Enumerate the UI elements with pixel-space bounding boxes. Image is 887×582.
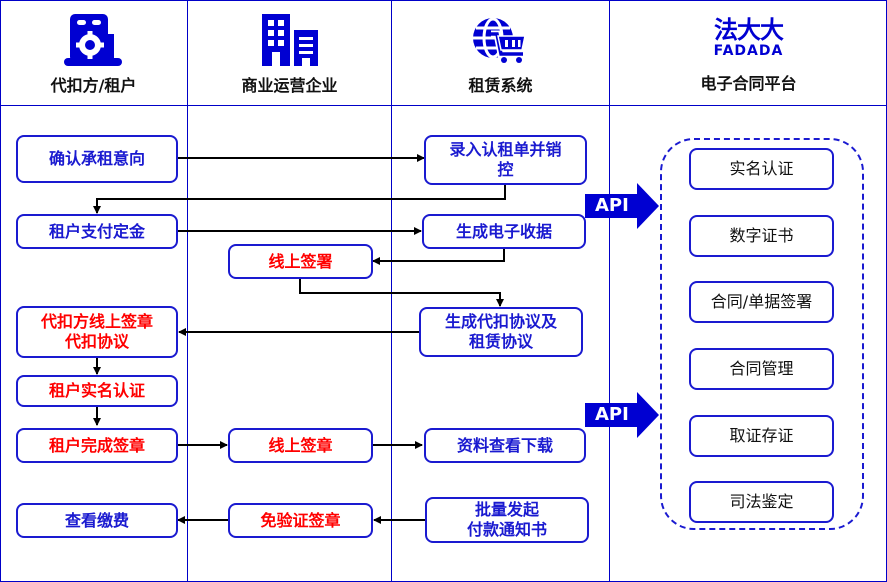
step-record-rental-order[interactable]: 录入认租单并销 控 — [424, 135, 587, 185]
arrow-head-icon — [636, 392, 659, 438]
service-evidence-storage[interactable]: 取证存证 — [689, 415, 834, 457]
column-title: 代扣方/租户 — [50, 76, 137, 95]
service-real-name-auth[interactable]: 实名认证 — [689, 148, 834, 190]
api-label: API — [585, 194, 637, 218]
fadada-logo-en: FADADA — [713, 43, 784, 59]
arrow-head-icon — [636, 183, 659, 229]
step-pay-deposit[interactable]: 租户支付定金 — [16, 214, 178, 249]
column-title: 商业运营企业 — [241, 76, 338, 95]
header-divider — [0, 105, 887, 106]
column-title: 电子合同平台 — [700, 74, 797, 93]
step-online-signing[interactable]: 线上签署 — [228, 244, 373, 279]
step-label-line: 生成代扣协议及 — [444, 312, 557, 331]
column-header-operator: 商业运营企业 — [188, 0, 391, 105]
column-header-platform: 法大大 FADADA 电子合同平台 — [610, 0, 887, 105]
fadada-logo: 法大大 FADADA — [714, 16, 784, 60]
step-view-payment[interactable]: 查看缴费 — [16, 503, 178, 538]
service-judicial-appraisal[interactable]: 司法鉴定 — [689, 481, 834, 523]
globe-cart-icon — [471, 14, 531, 66]
step-label-line: 控 — [497, 160, 514, 179]
column-header-system: 租赁系统 — [392, 0, 609, 105]
step-online-stamp[interactable]: 线上签章 — [228, 428, 373, 463]
step-label-line: 租赁协议 — [468, 332, 533, 351]
step-no-verify-stamp[interactable]: 免验证签章 — [228, 503, 373, 538]
step-tenant-verification[interactable]: 租户实名认证 — [16, 375, 178, 407]
lane-divider — [609, 0, 610, 582]
office-buildings-icon — [260, 14, 320, 66]
building-gear-icon — [63, 14, 124, 66]
fadada-logo-cn: 法大大 — [714, 16, 784, 44]
column-title: 租赁系统 — [468, 76, 533, 95]
api-arrow: API — [585, 183, 659, 229]
service-contract-signing[interactable]: 合同/单据签署 — [689, 281, 834, 323]
step-label-line: 代扣协议 — [64, 332, 129, 351]
api-arrow: API — [585, 392, 659, 438]
service-digital-certificate[interactable]: 数字证书 — [689, 215, 834, 257]
step-confirm-intent[interactable]: 确认承租意向 — [16, 135, 178, 183]
step-batch-payment-notice[interactable]: 批量发起 付款通知书 — [425, 497, 589, 543]
lane-divider — [187, 0, 188, 582]
step-generate-agreements[interactable]: 生成代扣协议及 租赁协议 — [419, 307, 583, 357]
step-generate-receipt[interactable]: 生成电子收据 — [422, 214, 586, 249]
service-contract-management[interactable]: 合同管理 — [689, 348, 834, 390]
step-view-download[interactable]: 资料查看下载 — [424, 428, 586, 463]
step-label-line: 代扣方线上签章 — [40, 312, 153, 331]
api-label: API — [585, 403, 637, 427]
column-header-tenant: 代扣方/租户 — [0, 0, 187, 105]
platform-services-group — [660, 138, 864, 530]
step-label-line: 录入认租单并销 — [449, 140, 562, 159]
step-sign-withholding-agreement[interactable]: 代扣方线上签章 代扣协议 — [16, 306, 178, 358]
step-tenant-sign[interactable]: 租户完成签章 — [16, 428, 178, 463]
step-label-line: 付款通知书 — [466, 520, 547, 539]
step-label-line: 批量发起 — [474, 500, 539, 519]
